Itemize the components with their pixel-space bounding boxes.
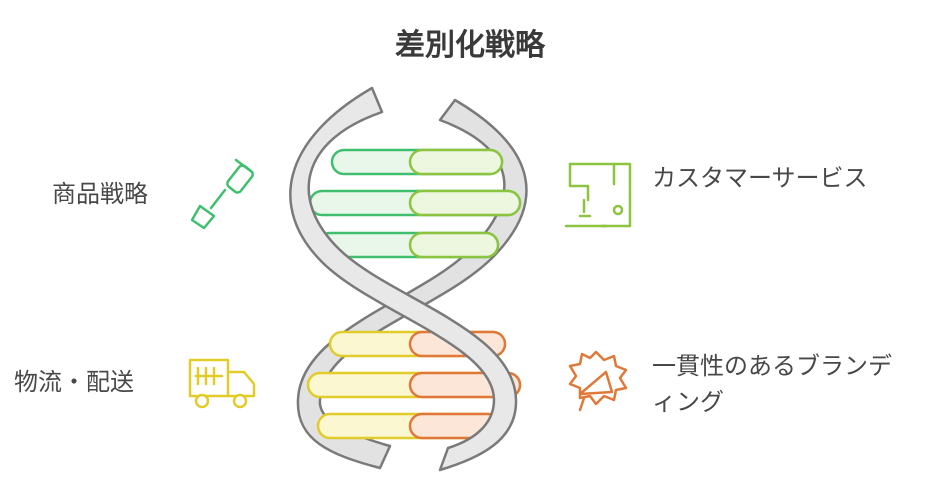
label-customer-service: カスタマーサービス: [652, 164, 868, 192]
label-logistics: 物流・配送: [14, 368, 134, 396]
megaphone-badge-icon: [568, 350, 628, 412]
diagram-title: 差別化戦略: [395, 28, 545, 63]
rungs-top: [308, 148, 522, 259]
screwdriver-icon: [190, 158, 254, 230]
delivery-truck-icon: [188, 358, 256, 409]
dna-front-strand: [289, 86, 518, 472]
sewing-machine-icon: [564, 162, 632, 228]
label-branding: 一貫性のあるブランディング: [652, 352, 892, 416]
label-product-strategy: 商品戦略: [52, 180, 148, 208]
